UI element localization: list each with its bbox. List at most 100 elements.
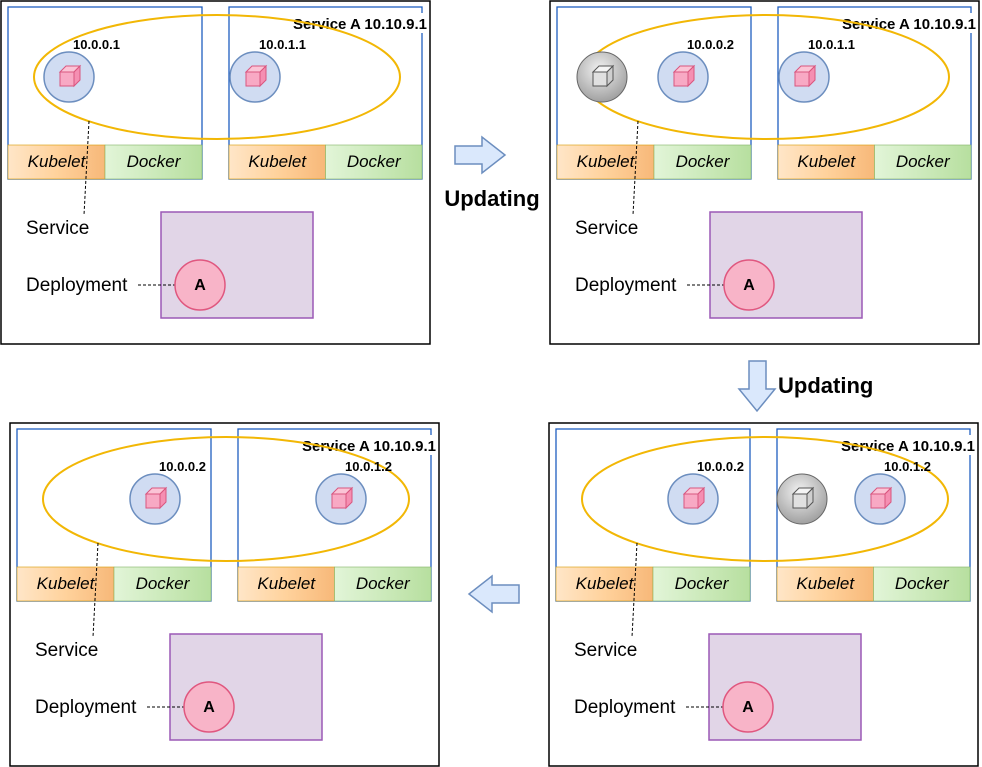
docker-label: Docker xyxy=(136,574,191,593)
container-gray-icon xyxy=(591,64,615,88)
service-connector xyxy=(632,120,639,216)
transition-down: Updating xyxy=(737,360,873,413)
kubelet-bar xyxy=(228,144,326,180)
container-icon xyxy=(682,486,706,510)
deployment-badge-label: A xyxy=(743,277,755,294)
pod: 10.0.0.1 xyxy=(43,37,120,103)
kubelet-bar xyxy=(7,144,106,180)
deployment-badge xyxy=(183,681,235,733)
terminating-pod xyxy=(776,473,828,525)
docker-bar xyxy=(873,566,971,602)
arrow-right-icon xyxy=(454,135,507,175)
node-1: Kubelet Docker xyxy=(7,6,203,180)
docker-bar xyxy=(325,144,423,180)
node-2: Kubelet Docker xyxy=(237,428,432,602)
docker-label: Docker xyxy=(676,152,731,171)
arrow-down-icon xyxy=(737,360,777,413)
node-1: Kubelet Docker xyxy=(16,428,212,602)
container-icon xyxy=(869,486,893,510)
kubelet-label: Kubelet xyxy=(37,574,96,593)
service-connector xyxy=(92,542,99,638)
docker-label: Docker xyxy=(127,152,182,171)
service-connector xyxy=(631,542,638,638)
kubelet-bar xyxy=(776,566,874,602)
deployment-badge xyxy=(174,259,226,311)
container-gray-icon-front xyxy=(792,493,808,509)
deployment-label: Deployment xyxy=(574,697,676,718)
pod: 10.0.1.2 xyxy=(315,459,392,525)
pod: 10.0.1.2 xyxy=(854,459,931,525)
pod: 10.0.0.2 xyxy=(129,459,206,525)
docker-label: Docker xyxy=(896,152,951,171)
container-gray-icon-side xyxy=(806,486,814,510)
container-icon-front xyxy=(870,493,886,509)
deployment-label: Deployment xyxy=(26,275,128,296)
docker-bar xyxy=(653,144,752,180)
docker-bar xyxy=(113,566,212,602)
container-icon-side xyxy=(73,64,81,88)
deployment-badge xyxy=(722,681,774,733)
kubelet-bar xyxy=(777,144,875,180)
deployment-badge-label: A xyxy=(203,699,215,716)
docker-bar xyxy=(334,566,432,602)
pod-ip: 10.0.1.2 xyxy=(345,459,392,474)
container-gray-icon-front xyxy=(592,71,608,87)
pod-ip: 10.0.0.1 xyxy=(73,37,120,52)
pod-ip: 10.0.1.2 xyxy=(884,459,931,474)
container-icon-front xyxy=(673,71,689,87)
container-icon xyxy=(244,64,268,88)
kubelet-label: Kubelet xyxy=(248,152,307,171)
node-1: Kubelet Docker xyxy=(556,6,752,180)
docker-label: Docker xyxy=(347,152,402,171)
kubelet-label: Kubelet xyxy=(576,574,635,593)
container-gray-icon-side xyxy=(606,64,614,88)
container-icon-side xyxy=(259,64,267,88)
container-icon-side xyxy=(697,486,705,510)
panel-1: Kubelet Docker Kubelet Docker Service A 10.1… xyxy=(0,0,431,345)
kubelet-bar xyxy=(237,566,335,602)
service-label: Service xyxy=(574,640,637,661)
docker-label: Docker xyxy=(356,574,411,593)
service-header: Service A 10.10.9.1 xyxy=(841,438,975,455)
service-ellipse xyxy=(42,436,410,562)
node-2: Kubelet Docker xyxy=(228,6,423,180)
docker-label: Docker xyxy=(895,574,950,593)
kubelet-label: Kubelet xyxy=(28,152,87,171)
container-icon-front xyxy=(245,71,261,87)
container-icon-front xyxy=(59,71,75,87)
service-header-backdrop xyxy=(283,13,428,33)
kubelet-label: Kubelet xyxy=(577,152,636,171)
container-icon-side xyxy=(808,64,816,88)
pod-ip: 10.0.0.2 xyxy=(697,459,744,474)
service-header: Service A 10.10.9.1 xyxy=(293,16,427,33)
container-icon xyxy=(793,64,817,88)
container-icon xyxy=(144,486,168,510)
container-icon xyxy=(330,486,354,510)
service-header-backdrop xyxy=(831,435,976,455)
kubelet-bar xyxy=(16,566,115,602)
deployment-label: Deployment xyxy=(35,697,137,718)
arrow-left-icon xyxy=(467,574,520,614)
pod: 10.0.0.2 xyxy=(667,459,744,525)
service-header: Service A 10.10.9.1 xyxy=(842,16,976,33)
container-icon xyxy=(672,64,696,88)
container-icon-side xyxy=(345,486,353,510)
service-connector xyxy=(83,120,90,216)
docker-bar xyxy=(104,144,203,180)
deployment-badge-label: A xyxy=(742,699,754,716)
service-label: Service xyxy=(35,640,98,661)
kubelet-label: Kubelet xyxy=(797,152,856,171)
container-icon xyxy=(58,64,82,88)
transition-label: Updating xyxy=(444,186,539,211)
kubelet-label: Kubelet xyxy=(257,574,316,593)
container-icon-side xyxy=(159,486,167,510)
container-icon-front xyxy=(331,493,347,509)
terminating-pod xyxy=(576,51,628,103)
container-icon-side xyxy=(687,64,695,88)
pod-ip: 10.0.1.1 xyxy=(808,37,855,52)
pod-ip: 10.0.1.1 xyxy=(259,37,306,52)
docker-label: Docker xyxy=(675,574,730,593)
